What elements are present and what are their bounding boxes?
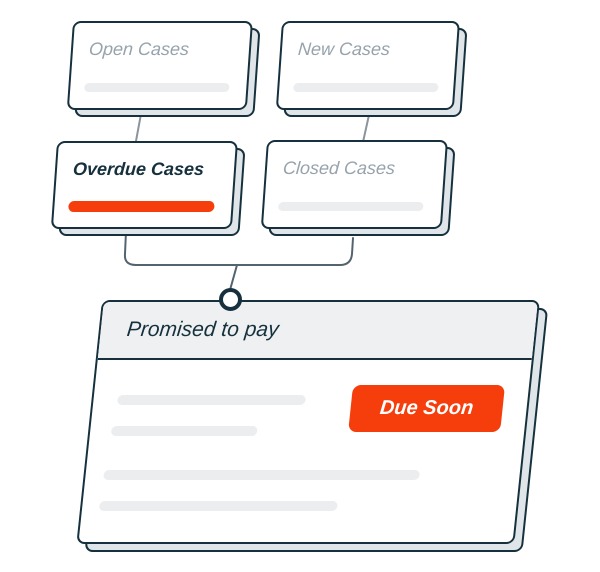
- card-face: Closed Cases: [260, 140, 448, 229]
- connector-bracket: [123, 230, 354, 266]
- detail-card-promised-to-pay: Promised to pay Due Soon: [76, 300, 549, 552]
- skeleton-line: [98, 501, 338, 511]
- connector-stem: [229, 264, 238, 291]
- card-face: Promised to pay Due Soon: [76, 300, 541, 544]
- node-card-closed-cases: Closed Cases: [260, 140, 456, 236]
- node-card-title: Closed Cases: [282, 158, 396, 178]
- card-face: Open Cases: [66, 21, 253, 110]
- card-face: Overdue Cases: [50, 141, 239, 229]
- due-soon-badge: Due Soon: [348, 385, 506, 432]
- skeleton-line: [293, 83, 439, 92]
- node-card-overdue-cases: Overdue Cases: [50, 141, 246, 236]
- node-card-title: New Cases: [297, 39, 391, 59]
- skeleton-line: [116, 395, 307, 405]
- connector-open-to-overdue: [135, 113, 142, 142]
- node-card-new-cases: New Cases: [275, 21, 468, 117]
- node-card-title: Overdue Cases: [72, 159, 205, 179]
- due-soon-badge-label: Due Soon: [378, 397, 475, 419]
- skeleton-line: [110, 426, 258, 436]
- skeleton-line: [84, 83, 230, 92]
- node-card-open-cases: Open Cases: [66, 21, 261, 117]
- skeleton-line: [103, 470, 421, 480]
- connector-dot: [219, 288, 242, 311]
- active-indicator-bar: [68, 201, 215, 212]
- detail-card-body: Due Soon: [79, 362, 532, 542]
- detail-card-header: Promised to pay: [97, 302, 538, 360]
- node-card-title: Open Cases: [88, 39, 190, 59]
- skeleton-line: [278, 202, 424, 211]
- card-face: New Cases: [275, 21, 460, 110]
- connector-new-to-closed: [362, 114, 370, 143]
- detail-card-title: Promised to pay: [125, 318, 280, 341]
